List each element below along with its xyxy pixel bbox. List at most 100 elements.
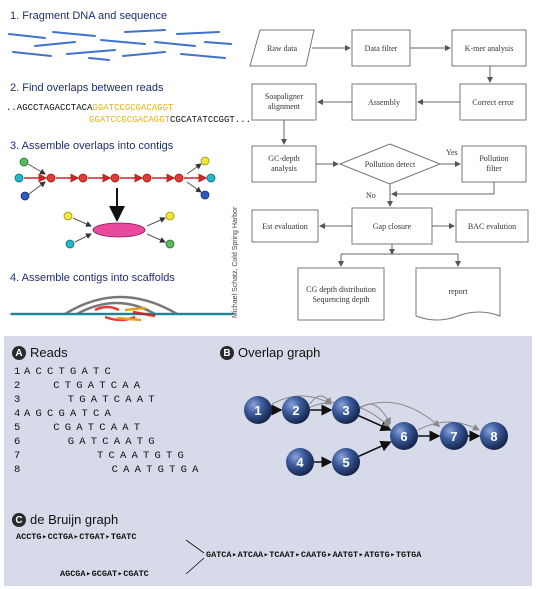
bac-evaluation-label: BAC evalution — [468, 222, 516, 231]
read-sequence: CAATGTGA — [111, 464, 204, 476]
step-4-title: 4. Assemble contigs into scaffolds — [10, 272, 175, 284]
overlap-edge — [417, 421, 480, 431]
read-number: 6 — [14, 436, 22, 448]
kmer-arrow-icon: ▸ — [117, 569, 123, 579]
read-sequence: TCAATGTG — [97, 450, 190, 462]
raw-data-label: Raw data — [267, 44, 297, 53]
read-number: 5 — [14, 422, 22, 434]
de-bruijn-bottom-chain: AGCGA▸GCGAT▸CGATC — [60, 569, 149, 579]
scaffold-illustration — [9, 295, 235, 322]
kmer-node: ACCTG — [16, 532, 42, 542]
overlap-node-label: 2 — [292, 403, 299, 418]
step-1-title: 1. Fragment DNA and sequence — [10, 10, 168, 22]
read-number: 7 — [14, 450, 22, 462]
read-number: 1 — [14, 366, 22, 378]
kmer-node: GCGAT — [91, 569, 118, 579]
overlap-read-2-overlap: GGATCCGCGACAGGT — [89, 115, 171, 125]
overlap-edge — [358, 440, 392, 458]
raw-data-shape — [249, 29, 315, 67]
read-sequence: TGATCAAT — [67, 394, 160, 406]
correct-error-label: Correct error — [472, 98, 514, 107]
overlap-node — [480, 422, 508, 450]
kmer-node: GATCA — [206, 550, 232, 560]
kmer-node: ATCAA — [237, 550, 264, 560]
overlap-node-label: 6 — [400, 429, 407, 444]
overlap-edge — [309, 395, 332, 405]
overlap-node-label: 3 — [342, 403, 349, 418]
kmer-arrow-icon: ▸ — [326, 550, 333, 560]
pollution-filter-box — [461, 145, 527, 183]
kmer-arrow-icon: ▸ — [358, 550, 364, 560]
gc-depth-label-1: GC-depth — [268, 154, 300, 163]
est-evaluation-box — [251, 209, 319, 243]
panel-b-title: Overlap graph — [238, 345, 321, 360]
read-sequence: CTGATCAA — [53, 380, 146, 392]
overlap-node — [286, 448, 314, 476]
est-evaluation-label: Est evaluation — [262, 222, 308, 231]
overlap-node — [440, 422, 468, 450]
bac-evaluation-box — [455, 209, 529, 243]
kmer-arrow-icon: ▸ — [86, 569, 92, 579]
kmer-arrow-icon: ▸ — [263, 550, 269, 560]
de-bruijn-top-chain: ACCTG▸CCTGA▸CTGAT▸TGATC — [16, 532, 136, 542]
kmer-arrow-icon: ▸ — [105, 532, 111, 542]
assembly-box — [351, 83, 417, 121]
step-3-title: 3. Assemble overlaps into contigs — [10, 140, 174, 152]
kmer-arrow-icon: ▸ — [232, 550, 238, 560]
read-number: 3 — [14, 394, 22, 406]
panel-c-title: de Bruijn graph — [30, 512, 119, 527]
kmer-node: TGTGA — [395, 550, 422, 560]
soapaligner-box — [251, 83, 317, 121]
kmer-node: CCTGA — [47, 532, 74, 542]
panel-b-badge: B — [220, 346, 234, 360]
read-number: 2 — [14, 380, 22, 392]
kmer-box — [451, 29, 527, 67]
kmer-arrow-icon: ▸ — [295, 550, 301, 560]
gc-depth-label-2: analysis — [271, 164, 297, 173]
cg-depth-label-1: CG depth distribution — [306, 285, 376, 294]
overlap-node — [244, 396, 272, 424]
kmer-arrow-icon: ▸ — [73, 532, 79, 542]
step-2-title: 2. Find overlaps between reads — [10, 82, 164, 94]
yes-label: Yes — [446, 148, 458, 157]
kmer-node: TGATC — [110, 532, 137, 542]
pollution-filter-label-2: filter — [486, 164, 502, 173]
overlap-edge — [358, 403, 391, 425]
panel-c-badge: C — [12, 513, 26, 527]
kmer-node: CGATC — [123, 569, 149, 579]
kmer-node: TCAAT — [269, 550, 295, 560]
overlap-edge — [358, 414, 392, 432]
kmer-node: CAATG — [300, 550, 327, 560]
kmer-node: CTGAT — [79, 532, 105, 542]
kmer-label: K-mer analysis — [465, 44, 514, 53]
overlap-read-2: GGATCCGCGACAGGTCGCATATCCGGT... — [89, 115, 251, 125]
correct-error-box — [459, 83, 527, 121]
soapaligner-label-1: Soapaligner — [265, 92, 304, 101]
gap-closure-box — [351, 207, 433, 245]
gap-closure-label: Gap closure — [373, 222, 412, 231]
overlap-read-1-left: ..AGCCTAGACCTACA — [6, 103, 93, 113]
panel-a-title: Reads — [30, 345, 68, 360]
cg-depth-label-2: Sequencing depth — [312, 295, 369, 304]
pollution-filter-label-1: Pollution — [479, 154, 508, 163]
overlap-node-label: 1 — [254, 403, 261, 418]
assembly-label: Assembly — [368, 98, 400, 107]
read-sequence: CGATCAAT — [53, 422, 146, 434]
overlap-node-label: 5 — [342, 455, 349, 470]
no-label: No — [366, 191, 376, 200]
read-sequence: AGCGATCA — [24, 408, 117, 420]
overlap-read-2-right: CGCATATCCGGT... — [170, 115, 252, 125]
read-number: 8 — [14, 464, 22, 476]
data-filter-box — [351, 29, 411, 67]
pipeline-flowchart: Raw data Data filter K-mer analysis Soap… — [249, 29, 529, 321]
kmer-arrow-icon: ▸ — [390, 550, 396, 560]
de-bruijn-join-lines — [185, 539, 205, 575]
overlap-node — [332, 448, 360, 476]
